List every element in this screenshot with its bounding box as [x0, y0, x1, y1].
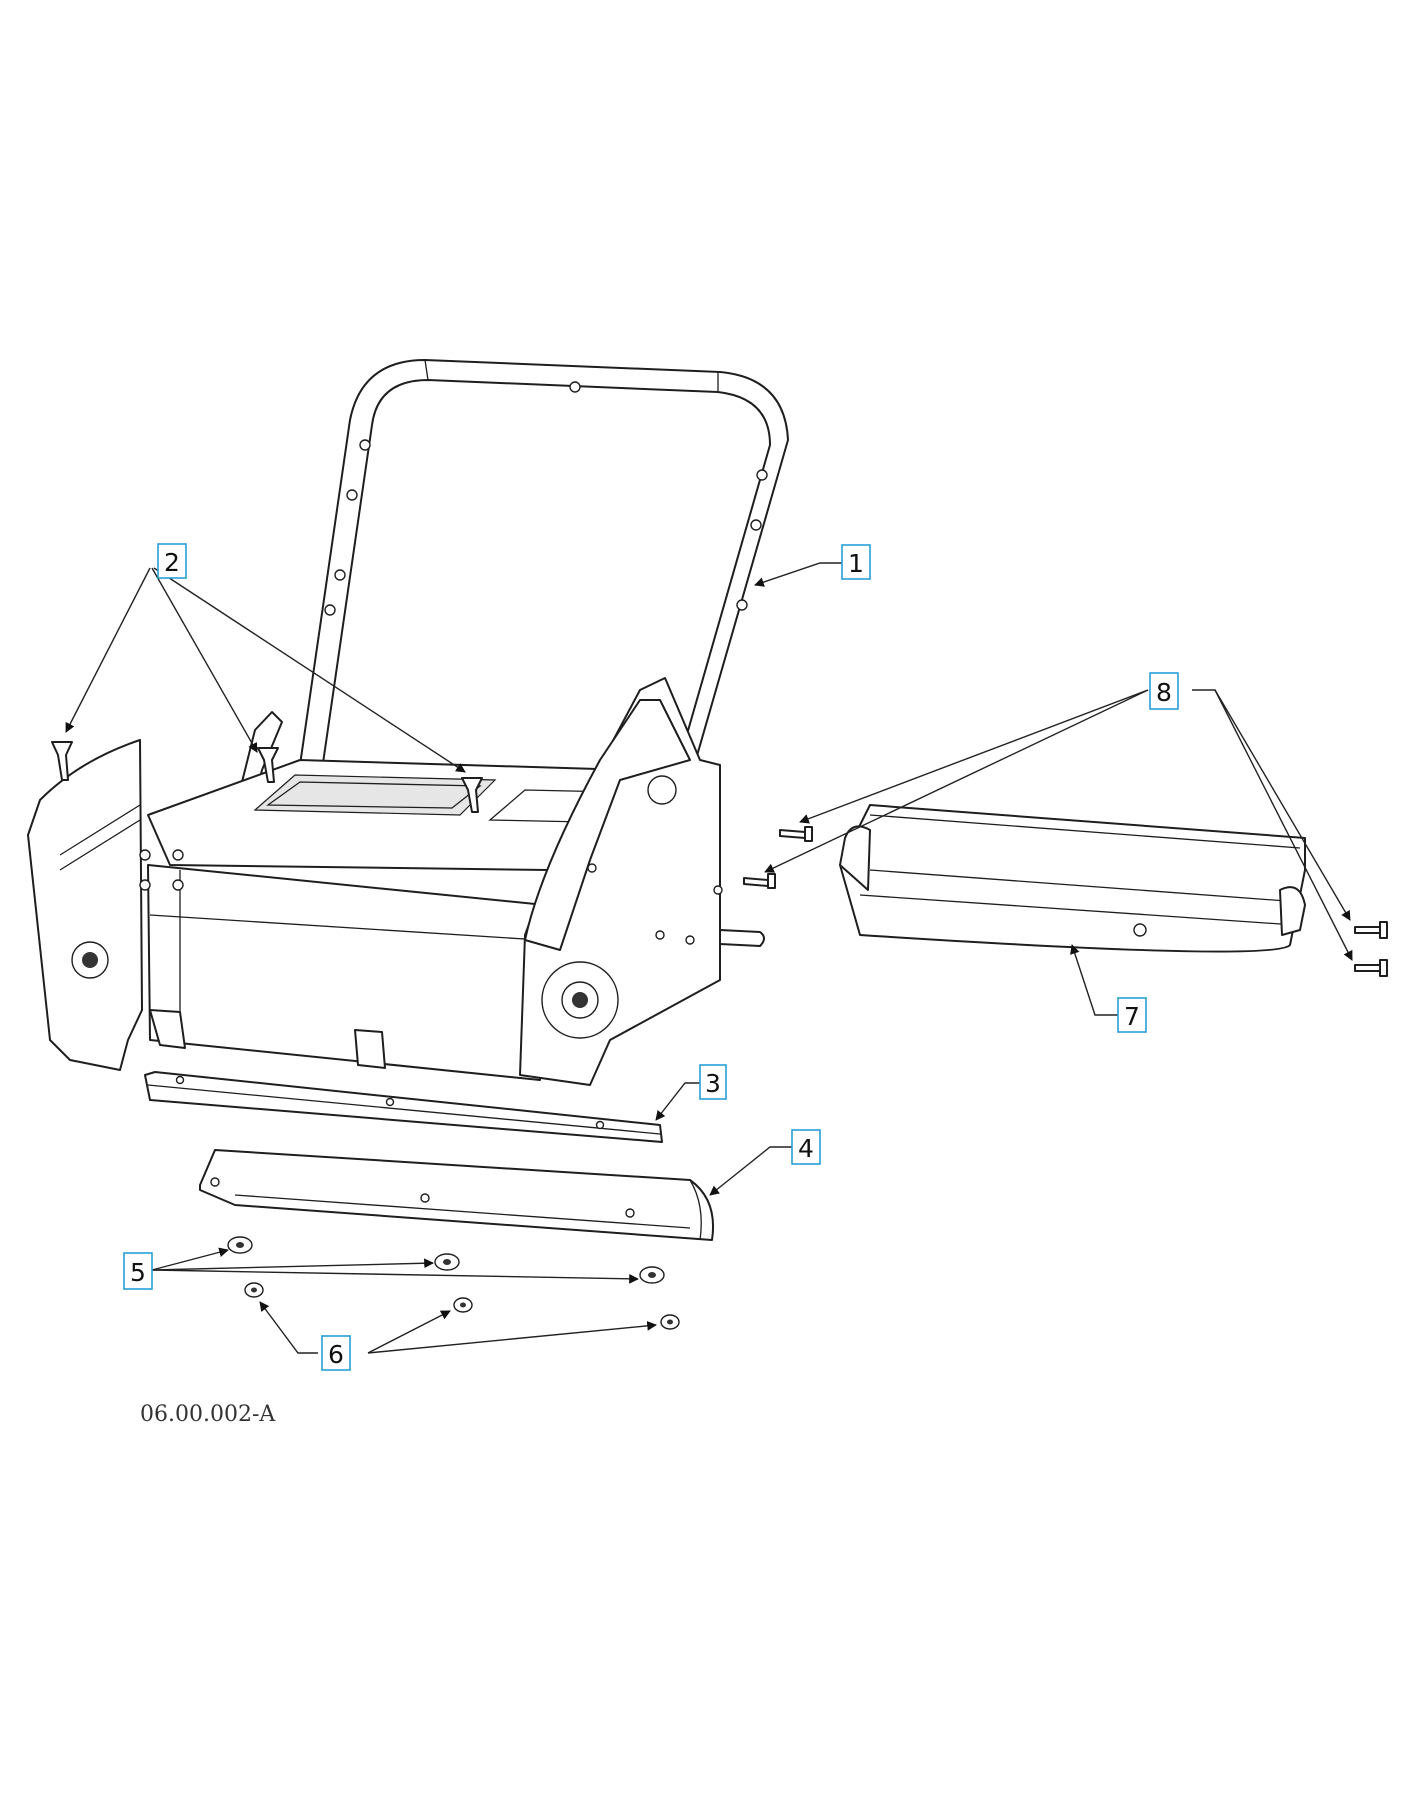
callout-6-label: 6: [328, 1340, 344, 1369]
main-housing-part: [27, 677, 765, 1086]
callout-4-label: 4: [798, 1134, 814, 1163]
callout-2: 2: [157, 543, 187, 579]
callout-2-label: 2: [164, 548, 180, 577]
callout-8: 8: [1149, 672, 1179, 710]
callout-3-label: 3: [705, 1069, 721, 1098]
callout-3: 3: [699, 1064, 727, 1100]
cross-bracket-part: [839, 804, 1306, 953]
callout-7: 7: [1117, 997, 1147, 1033]
callout-6: 6: [321, 1335, 351, 1371]
callout-1-label: 1: [848, 549, 864, 578]
washers-part: [227, 1236, 665, 1284]
callout-5: 5: [123, 1252, 153, 1290]
callout-7-label: 7: [1124, 1002, 1140, 1031]
callout-4: 4: [791, 1129, 821, 1165]
scraper-plate-part: [199, 1149, 714, 1241]
callout-1: 1: [841, 544, 871, 580]
angle-strip-part: [144, 1071, 663, 1143]
callout-5-label: 5: [130, 1258, 146, 1287]
leader-lines: [65, 562, 1353, 1354]
nuts-part: [244, 1282, 680, 1330]
stud-bolts-part: [51, 741, 483, 813]
drawing-number: 06.00.002-A: [140, 1402, 276, 1427]
callout-8-label: 8: [1156, 678, 1172, 707]
bolts-part: [743, 826, 1388, 977]
